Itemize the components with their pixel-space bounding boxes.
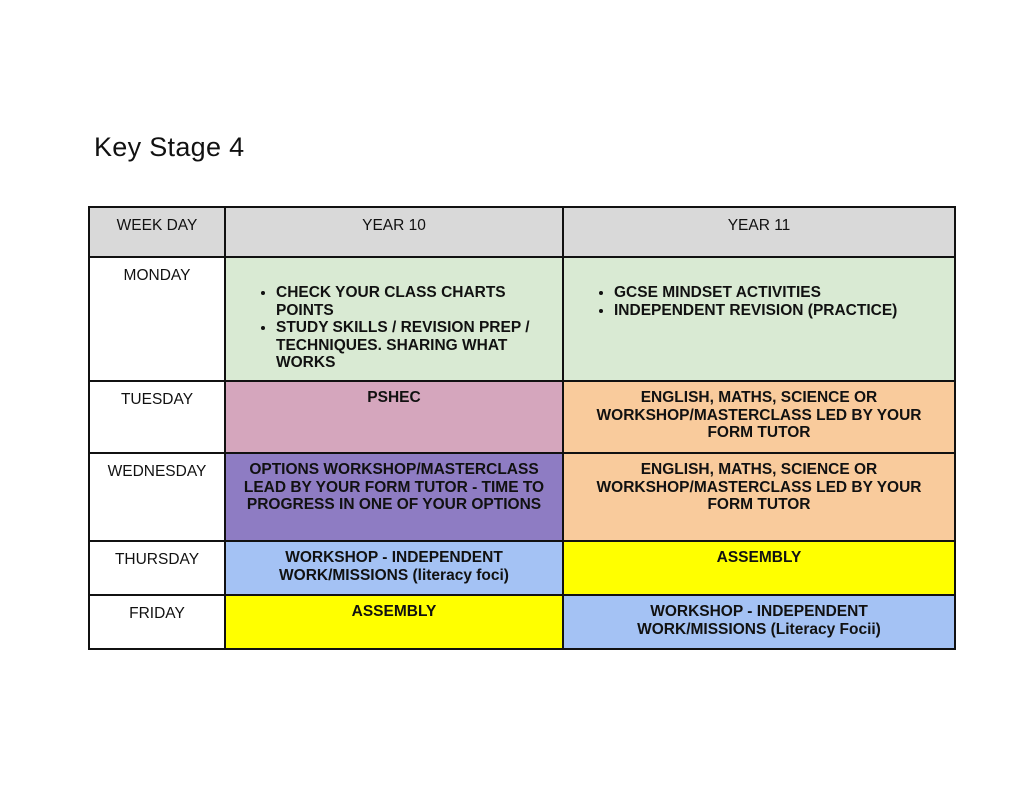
- day-cell: TUESDAY: [88, 380, 226, 454]
- day-cell: THURSDAY: [88, 540, 226, 596]
- year10-cell: OPTIONS WORKSHOP/MASTERCLASS LEAD BY YOU…: [224, 452, 564, 542]
- day-cell: MONDAY: [88, 256, 226, 382]
- table-row-wednesday: WEDNESDAY OPTIONS WORKSHOP/MASTERCLASS L…: [88, 452, 956, 542]
- table-row-monday: MONDAY CHECK YOUR CLASS CHARTS POINTS ST…: [88, 256, 956, 382]
- year10-cell: WORKSHOP - INDEPENDENT WORK/MISSIONS (li…: [224, 540, 564, 596]
- table-row-thursday: THURSDAY WORKSHOP - INDEPENDENT WORK/MIS…: [88, 540, 956, 596]
- bullet-list: CHECK YOUR CLASS CHARTS POINTS STUDY SKI…: [236, 284, 552, 372]
- list-item: CHECK YOUR CLASS CHARTS POINTS: [276, 284, 552, 319]
- table-row-friday: FRIDAY ASSEMBLY WORKSHOP - INDEPENDENT W…: [88, 594, 956, 650]
- header-year-11: YEAR 11: [562, 206, 956, 258]
- list-item: GCSE MINDSET ACTIVITIES: [614, 284, 944, 302]
- bullet-list: GCSE MINDSET ACTIVITIES INDEPENDENT REVI…: [574, 284, 944, 319]
- year10-cell: PSHEC: [224, 380, 564, 454]
- day-cell: WEDNESDAY: [88, 452, 226, 542]
- day-cell: FRIDAY: [88, 594, 226, 650]
- year10-cell: ASSEMBLY: [224, 594, 564, 650]
- year11-cell: GCSE MINDSET ACTIVITIES INDEPENDENT REVI…: [562, 256, 956, 382]
- table-row-tuesday: TUESDAY PSHEC ENGLISH, MATHS, SCIENCE OR…: [88, 380, 956, 454]
- header-year-10: YEAR 10: [224, 206, 564, 258]
- list-item: STUDY SKILLS / REVISION PREP / TECHNIQUE…: [276, 319, 552, 372]
- year11-cell: ENGLISH, MATHS, SCIENCE OR WORKSHOP/MAST…: [562, 380, 956, 454]
- year11-cell: ASSEMBLY: [562, 540, 956, 596]
- year11-cell: ENGLISH, MATHS, SCIENCE OR WORKSHOP/MAST…: [562, 452, 956, 542]
- timetable: WEEK DAY YEAR 10 YEAR 11 MONDAY CHECK YO…: [88, 206, 956, 650]
- year11-cell: WORKSHOP - INDEPENDENT WORK/MISSIONS (Li…: [562, 594, 956, 650]
- list-item: INDEPENDENT REVISION (PRACTICE): [614, 302, 944, 320]
- header-row: WEEK DAY YEAR 10 YEAR 11: [88, 206, 956, 258]
- header-week-day: WEEK DAY: [88, 206, 226, 258]
- page-title: Key Stage 4: [94, 132, 245, 162]
- year10-cell: CHECK YOUR CLASS CHARTS POINTS STUDY SKI…: [224, 256, 564, 382]
